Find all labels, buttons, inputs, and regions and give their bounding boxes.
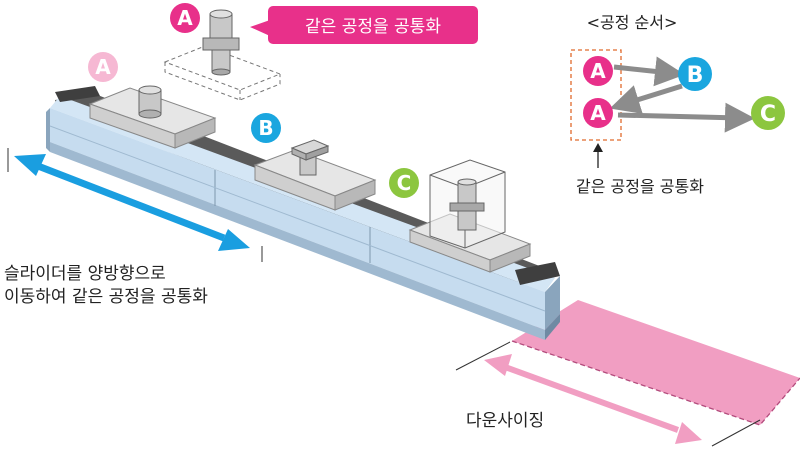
- downsizing-arrow: [455, 341, 761, 447]
- svg-text:B: B: [258, 116, 273, 140]
- process-order-caption: 같은 공정을 공통화: [576, 177, 704, 196]
- svg-text:C: C: [760, 102, 776, 127]
- badge-b: B: [251, 113, 281, 143]
- slider-note-line1: 슬라이더를 양방향으로: [4, 264, 166, 284]
- badge-a-faded: A: [88, 52, 118, 82]
- order-badge-a1: [583, 56, 613, 86]
- downsizing-area: [511, 300, 800, 426]
- order-badge-a2: [583, 98, 613, 128]
- slider-travel-arrow: [7, 148, 263, 262]
- slider-b: [253, 139, 377, 211]
- arrow-b-to-a: [609, 83, 683, 114]
- process-order-panel: <공정 순서> A B A C 같은 공정을 공통화: [570, 13, 785, 196]
- common-process-callout: 같은 공정을 공통화: [250, 6, 478, 44]
- svg-text:A: A: [177, 6, 193, 30]
- slider-note-line2: 이동하여 같은 공정을 공통화: [4, 287, 208, 307]
- svg-text:같은 공정을 공통화: 같은 공정을 공통화: [305, 17, 441, 37]
- order-badge-b: [678, 57, 712, 91]
- svg-text:B: B: [687, 63, 704, 88]
- floating-station-a: [163, 9, 282, 101]
- order-badge-c: [751, 96, 785, 130]
- slider-c: [408, 159, 532, 273]
- svg-text:A: A: [590, 101, 606, 125]
- downsizing-label: 다운사이징: [466, 411, 544, 431]
- svg-text:A: A: [95, 55, 111, 79]
- badge-c: C: [389, 168, 419, 198]
- svg-text:C: C: [397, 171, 412, 195]
- arrow-a-to-c: [617, 102, 755, 133]
- badge-a-top: A: [170, 3, 200, 33]
- arrow-a-to-b: [613, 56, 685, 87]
- svg-text:A: A: [590, 59, 606, 83]
- process-order-title: <공정 순서>: [587, 13, 678, 32]
- slider-a: [88, 85, 217, 149]
